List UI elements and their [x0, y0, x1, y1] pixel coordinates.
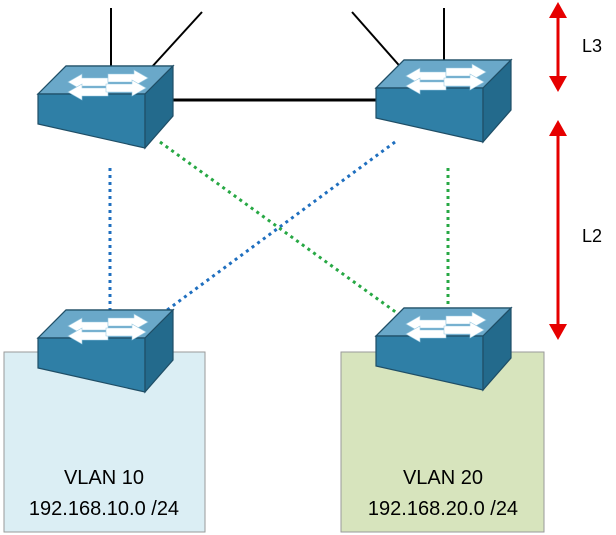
vlan-10-subnet: 192.168.10.0 /24 — [29, 498, 179, 520]
double-headed-arrow-icon — [549, 2, 567, 92]
network-switch-icon[interactable] — [375, 59, 512, 143]
layer-label-l3: L3 — [582, 36, 602, 56]
l2-link-green — [159, 140, 416, 328]
network-switch-icon[interactable] — [37, 65, 174, 149]
l2-link-blue — [139, 140, 396, 332]
vlan-20-name: VLAN 20 — [403, 467, 483, 489]
double-headed-arrow-icon — [549, 120, 567, 340]
vlan-20-subnet: 192.168.20.0 /24 — [368, 498, 518, 520]
vlan-20-area — [340, 351, 545, 533]
layer-label-l2: L2 — [582, 226, 602, 246]
vlan-10-name: VLAN 10 — [64, 467, 144, 489]
